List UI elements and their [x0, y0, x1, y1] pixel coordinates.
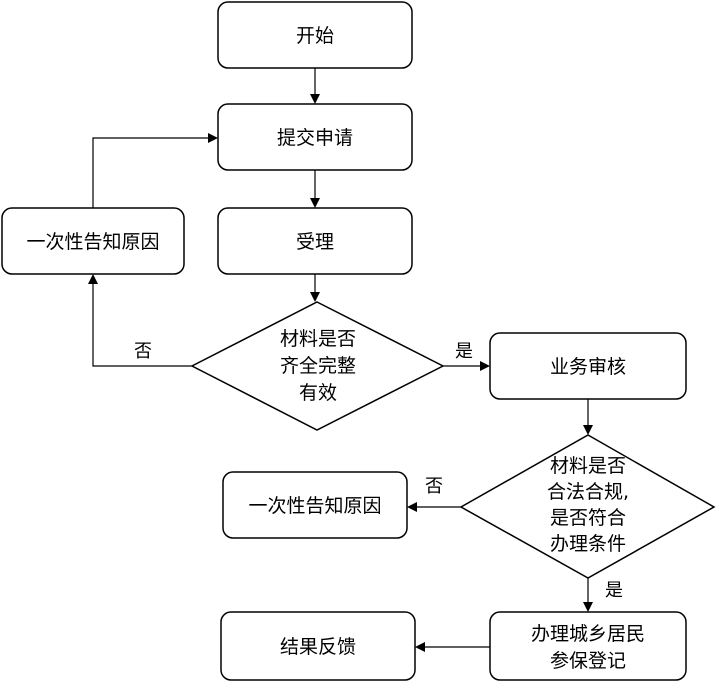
- result-feedback-node: 结果反馈: [220, 611, 416, 681]
- edge-legal-yes-to-process: [583, 578, 593, 612]
- edge-process-to-feedback: [415, 642, 490, 652]
- legal-yes-label: 是: [605, 580, 623, 601]
- materials-check-line-2: 齐全完整: [280, 355, 356, 377]
- accept-node: 受理: [217, 207, 413, 275]
- edge-accept-to-materials-check: [310, 274, 320, 302]
- edge-materials-yes-to-review: [443, 361, 490, 371]
- materials-yes-label: 是: [455, 341, 473, 362]
- legal-check-line-2: 合法合规,: [547, 481, 629, 503]
- notify-reason-left-label: 一次性告知原因: [26, 231, 159, 253]
- submit-application-node: 提交申请: [217, 103, 413, 171]
- process-registration-line-2: 参保登记: [550, 650, 626, 672]
- notify-reason-node-left: 一次性告知原因: [1, 207, 185, 275]
- edge-materials-no-to-notify: [88, 274, 192, 367]
- legal-check-decision: 材料是否 合法合规, 是否符合 办理条件: [459, 434, 716, 579]
- edge-legal-no-to-notify: [407, 502, 461, 512]
- edge-notify-back-to-submit: [92, 133, 218, 208]
- materials-check-decision: 材料是否 齐全完整 有效: [190, 301, 445, 431]
- legal-no-label: 否: [425, 476, 443, 497]
- business-review-label: 业务审核: [550, 356, 626, 378]
- legal-check-line-4: 办理条件: [550, 533, 626, 555]
- start-node: 开始: [217, 1, 413, 69]
- notify-reason-node-bottom: 一次性告知原因: [222, 471, 408, 539]
- result-feedback-label: 结果反馈: [280, 636, 356, 658]
- process-registration-node: 办理城乡居民 参保登记: [489, 611, 687, 681]
- edge-submit-to-accept: [310, 170, 320, 208]
- edge-start-to-submit: [310, 68, 320, 104]
- notify-reason-bottom-label: 一次性告知原因: [248, 495, 381, 517]
- materials-check-line-1: 材料是否: [280, 328, 356, 350]
- materials-no-label: 否: [134, 341, 152, 362]
- legal-check-line-1: 材料是否: [550, 455, 626, 477]
- process-registration-line-1: 办理城乡居民: [531, 623, 645, 645]
- legal-check-line-3: 是否符合: [550, 507, 626, 529]
- edge-review-to-legal-check: [583, 399, 593, 435]
- start-label: 开始: [296, 25, 334, 47]
- accept-label: 受理: [296, 231, 334, 253]
- materials-check-line-3: 有效: [299, 382, 337, 404]
- business-review-node: 业务审核: [489, 332, 687, 400]
- submit-application-label: 提交申请: [277, 127, 353, 149]
